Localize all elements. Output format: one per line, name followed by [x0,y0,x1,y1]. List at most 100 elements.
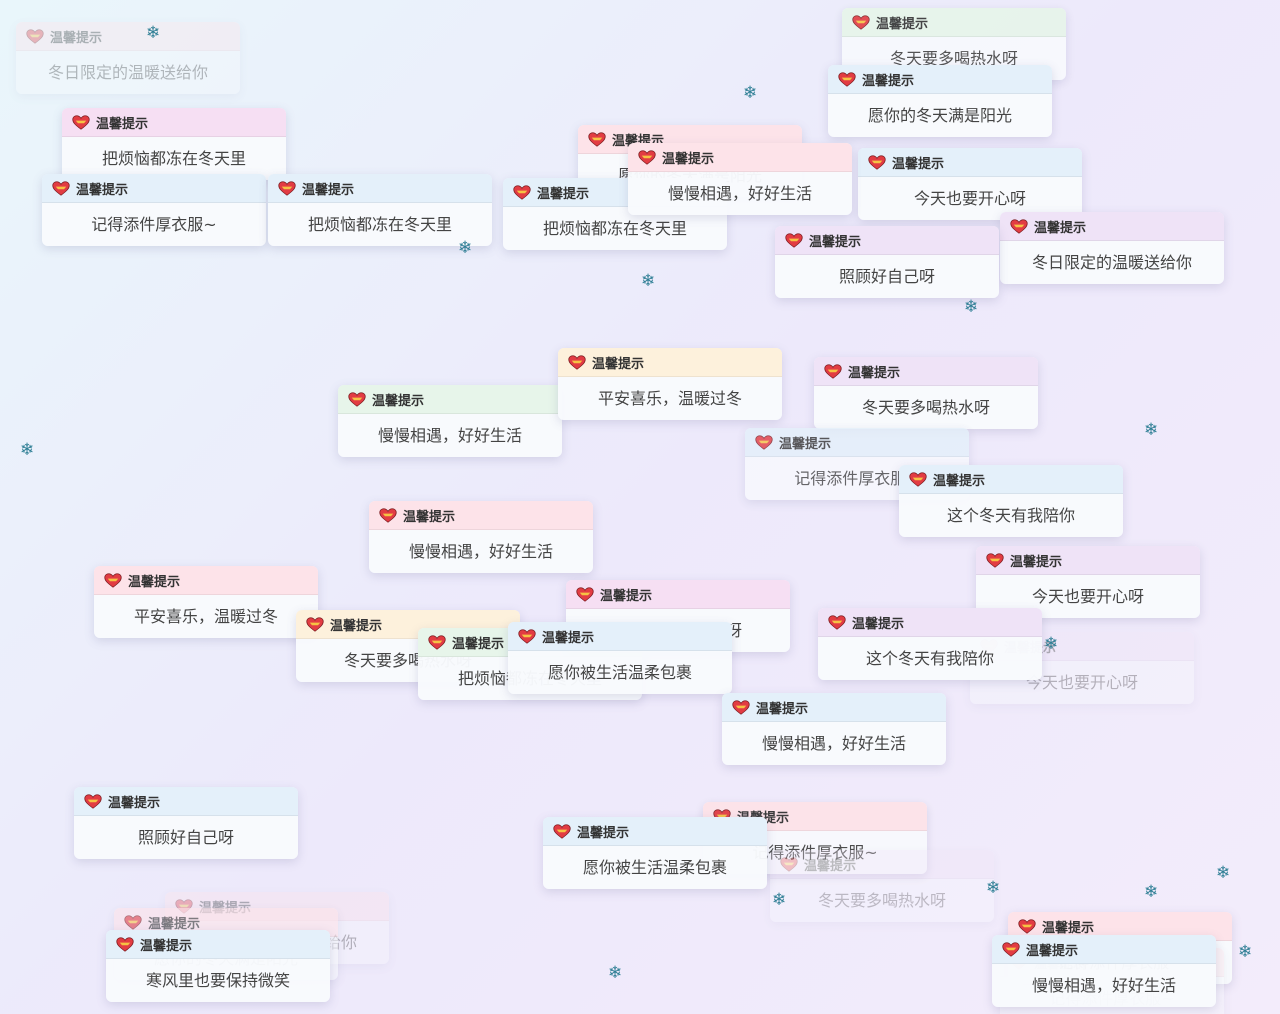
tip-message: 慢慢相遇，好好生活 [408,542,553,561]
heart-icon [428,634,446,650]
tip-message: 照顾好自己呀 [838,267,935,286]
tip-card[interactable]: 温馨提示慢慢相遇，好好生活 [369,501,593,573]
snowflake-icon: ❄ [1238,942,1253,962]
tip-title: 温馨提示 [876,16,929,32]
tip-title: 温馨提示 [892,156,945,172]
tip-title: 温馨提示 [96,116,149,132]
tip-message: 平安喜乐，温暖过冬 [597,389,742,408]
tip-title: 温馨提示 [779,436,832,452]
tip-message: 记得添件厚衣服~ [794,469,920,488]
tip-header[interactable]: 温馨提示 [268,174,492,203]
heart-icon [986,552,1004,568]
tip-title: 温馨提示 [330,618,383,634]
tip-header[interactable]: 温馨提示 [16,22,240,51]
tip-message: 把烦恼都冻在冬天里 [542,219,687,238]
tip-header[interactable]: 温馨提示 [1000,212,1224,241]
tip-card[interactable]: 温馨提示照顾好自己呀 [775,226,999,298]
tip-header[interactable]: 温馨提示 [508,622,732,651]
heart-icon [785,232,803,248]
tip-card[interactable]: 温馨提示把烦恼都冻在冬天里 [268,174,492,246]
tip-card[interactable]: 温馨提示把烦恼都冻在冬天里 [62,108,286,180]
tip-card[interactable]: 温馨提示愿你的冬天满是阳光 [828,65,1052,137]
snowflake-icon: ❄ [964,297,979,317]
tip-header[interactable]: 温馨提示 [858,148,1082,177]
tip-title: 温馨提示 [537,186,590,202]
tip-card[interactable]: 温馨提示慢慢相遇，好好生活 [722,693,946,765]
tip-card[interactable]: 温馨提示平安喜乐，温暖过冬 [94,566,318,638]
tip-header[interactable]: 温馨提示 [543,817,767,846]
tip-header[interactable]: 温馨提示 [775,226,999,255]
tip-header[interactable]: 温馨提示 [992,935,1216,964]
tip-message: 愿你的冬天满是阳光 [867,106,1012,125]
tip-title: 温馨提示 [577,825,630,841]
heart-icon [278,180,296,196]
tip-title: 温馨提示 [302,182,355,198]
tip-card[interactable]: 温馨提示平安喜乐，温暖过冬 [558,348,782,420]
tip-header[interactable]: 温馨提示 [62,108,286,137]
heart-icon [909,471,927,487]
tip-header[interactable]: 温馨提示 [558,348,782,377]
tip-card[interactable]: 温馨提示冬日限定的温暖送给你 [1000,212,1224,284]
tip-card[interactable]: 温馨提示今天也要开心呀 [976,546,1200,618]
tip-title: 温馨提示 [592,356,645,372]
tip-message: 愿你被生活温柔包裹 [547,663,692,682]
tip-card[interactable]: 温馨提示慢慢相遇，好好生活 [338,385,562,457]
heart-icon [780,856,798,872]
tip-card[interactable]: 温馨提示冬天要多喝热水呀 [770,850,994,922]
tip-message: 慢慢相遇，好好生活 [377,426,522,445]
tip-header[interactable]: 温馨提示 [338,385,562,414]
tip-header[interactable]: 温馨提示 [566,580,790,609]
snowflake-icon: ❄ [641,271,656,291]
tip-card[interactable]: 温馨提示慢慢相遇，好好生活 [992,935,1216,1007]
tip-card[interactable]: 温馨提示这个冬天有我陪你 [899,465,1123,537]
tip-header[interactable]: 温馨提示 [106,930,330,959]
tip-header[interactable]: 温馨提示 [842,8,1066,37]
tip-card[interactable]: 温馨提示记得添件厚衣服~ [42,174,266,246]
tip-card[interactable]: 温馨提示记得添件厚衣服~ [745,428,969,500]
tip-message: 今天也要开心呀 [913,189,1026,208]
tip-title: 温馨提示 [933,473,986,489]
tip-card[interactable]: 温馨提示冬天要多喝热水呀 [814,357,1038,429]
tip-card[interactable]: 温馨提示冬日限定的温暖送给你 [16,22,240,94]
heart-icon [124,914,142,930]
snowflake-icon: ❄ [458,238,473,258]
tip-card[interactable]: 温馨提示照顾好自己呀 [74,787,298,859]
tip-header[interactable]: 温馨提示 [296,610,520,639]
tip-header[interactable]: 温馨提示 [899,465,1123,494]
tip-card[interactable]: 温馨提示慢慢相遇，好好生活 [628,143,852,215]
tip-header[interactable]: 温馨提示 [828,65,1052,94]
tip-title: 温馨提示 [50,30,103,46]
heart-icon [553,823,571,839]
tip-message: 把烦恼都冻在冬天里 [307,215,452,234]
heart-icon [379,507,397,523]
tip-card[interactable]: 温馨提示愿你被生活温柔包裹 [508,622,732,694]
tip-card[interactable]: 温馨提示这个冬天有我陪你 [818,608,1042,680]
tip-header[interactable]: 温馨提示 [74,787,298,816]
tip-header[interactable]: 温馨提示 [814,357,1038,386]
tip-message: 冬天要多喝热水呀 [889,49,1018,68]
tip-header[interactable]: 温馨提示 [722,693,946,722]
heart-icon [1010,218,1028,234]
tip-header[interactable]: 温馨提示 [976,546,1200,575]
tip-message: 慢慢相遇，好好生活 [1031,976,1176,995]
tip-header[interactable]: 温馨提示 [628,143,852,172]
heart-icon [732,699,750,715]
tip-message: 慢慢相遇，好好生活 [667,184,812,203]
heart-icon [755,434,773,450]
tip-header[interactable]: 温馨提示 [94,566,318,595]
tip-card[interactable]: 温馨提示寒风里也要保持微笑 [106,930,330,1002]
tip-card[interactable]: 温馨提示今天也要开心呀 [858,148,1082,220]
tip-header[interactable]: 温馨提示 [745,428,969,457]
tip-header[interactable]: 温馨提示 [369,501,593,530]
tip-card[interactable]: 温馨提示愿你被生活温柔包裹 [543,817,767,889]
tip-title: 温馨提示 [128,574,181,590]
tip-header[interactable]: 温馨提示 [770,850,994,879]
tip-header[interactable]: 温馨提示 [818,608,1042,637]
snowflake-icon: ❄ [608,963,623,983]
tip-title: 温馨提示 [1034,220,1087,236]
snowflake-icon: ❄ [146,23,161,43]
heart-icon [306,616,324,632]
tip-title: 温馨提示 [662,151,715,167]
tip-header[interactable]: 温馨提示 [42,174,266,203]
